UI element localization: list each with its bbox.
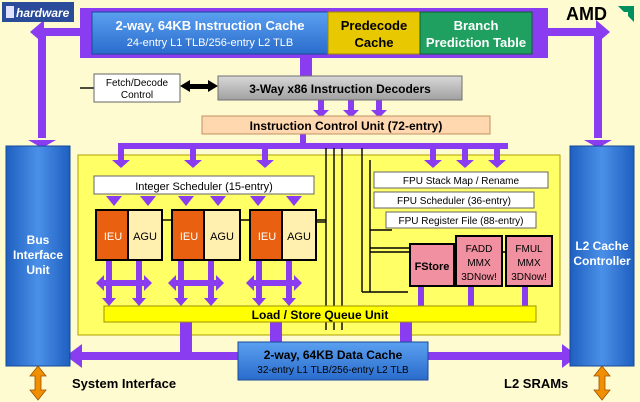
system-io-arrow (29, 365, 47, 401)
branch-line1: Branch (454, 18, 499, 33)
lsq-label: Load / Store Queue Unit (252, 308, 389, 322)
amd-logo: AMD (566, 4, 634, 24)
amd-arrow-icon (618, 6, 634, 22)
fmul-line2: MMX (517, 258, 541, 269)
decoders-label: 3-Way x86 Instruction Decoders (249, 82, 431, 96)
watermark-text: hardware (16, 6, 70, 20)
fstore-unit: FStore (409, 243, 455, 287)
icache-tlb: 24-entry L1 TLB/256-entry L2 TLB (127, 37, 294, 49)
integer-scheduler: Integer Scheduler (15-entry) (93, 175, 315, 195)
fmul-line3: 3DNow! (511, 272, 547, 283)
ieu-label: IEU (104, 231, 122, 243)
ieu-label: IEU (180, 231, 198, 243)
control-lines (80, 87, 506, 330)
fpu-sched-label: FPU Scheduler (36-entry) (397, 196, 511, 207)
agu-label: AGU (210, 231, 234, 243)
fpu-stack-map: FPU Stack Map / Rename (373, 171, 549, 189)
ieu-label: IEU (258, 231, 276, 243)
fstore-label: FStore (415, 261, 450, 273)
data-path-arrows (28, 20, 612, 368)
load-store-queue: Load / Store Queue Unit (103, 305, 537, 323)
l2-sram-io-arrow (593, 365, 611, 401)
instruction-decoders: 3-Way x86 Instruction Decoders (217, 75, 463, 101)
fetch-line2: Control (121, 90, 153, 101)
instruction-cache: 2-way, 64KB Instruction Cache 24-entry L… (91, 11, 329, 55)
fadd-line2: MMX (467, 258, 491, 269)
int-sched-label: Integer Scheduler (15-entry) (135, 181, 273, 193)
fetch-to-decoder-arrow (180, 80, 218, 92)
integer-pipe-1: IEU AGU (95, 209, 163, 261)
fetch-line1: Fetch/Decode (106, 78, 169, 89)
l2-srams-label: L2 SRAMs (504, 376, 568, 391)
l2-line2: Controller (573, 254, 631, 268)
system-interface-label: System Interface (72, 376, 176, 391)
dcache-title: 2-way, 64KB Data Cache (264, 348, 403, 362)
fpu-regfile-label: FPU Register File (88-entry) (398, 216, 523, 227)
l2-cache-controller: L2 Cache Controller (569, 145, 635, 367)
bus-interface-unit: Bus Interface Unit (5, 145, 71, 367)
predecode-line1: Predecode (341, 18, 407, 33)
fetch-decode-control: Fetch/Decode Control (93, 73, 181, 103)
branch-prediction-table: Branch Prediction Table (419, 11, 533, 55)
l2-line1: L2 Cache (575, 239, 629, 253)
fadd-line3: 3DNow! (461, 272, 497, 283)
data-cache: 2-way, 64KB Data Cache 32-entry L1 TLB/2… (237, 341, 429, 381)
predecode-cache: Predecode Cache (327, 11, 421, 55)
brand-text: AMD (566, 4, 607, 24)
icu-label: Instruction Control Unit (72-entry) (250, 119, 443, 133)
icache-title: 2-way, 64KB Instruction Cache (115, 18, 304, 33)
fpu-register-file: FPU Register File (88-entry) (385, 211, 537, 229)
instruction-control-unit: Instruction Control Unit (72-entry) (201, 115, 491, 135)
predecode-line2: Cache (354, 35, 393, 50)
agu-label: AGU (287, 231, 311, 243)
biu-line3: Unit (26, 263, 49, 277)
fpu-stack-label: FPU Stack Map / Rename (403, 176, 520, 187)
fadd-unit: FADD MMX 3DNow! (455, 235, 503, 287)
integer-pipe-2: IEU AGU (171, 209, 241, 261)
agu-label: AGU (133, 231, 157, 243)
integer-pipe-3: IEU AGU (249, 209, 317, 261)
fmul-line1: FMUL (515, 244, 543, 255)
biu-line1: Bus (27, 233, 50, 247)
fadd-line1: FADD (466, 244, 493, 255)
branch-line2: Prediction Table (426, 35, 526, 50)
fpu-scheduler: FPU Scheduler (36-entry) (373, 191, 535, 209)
hardware-logo: hardware (2, 2, 74, 22)
dcache-tlb: 32-entry L1 TLB/256-entry L2 TLB (257, 365, 409, 376)
fmul-unit: FMUL MMX 3DNow! (505, 235, 553, 287)
biu-line2: Interface (13, 248, 63, 262)
